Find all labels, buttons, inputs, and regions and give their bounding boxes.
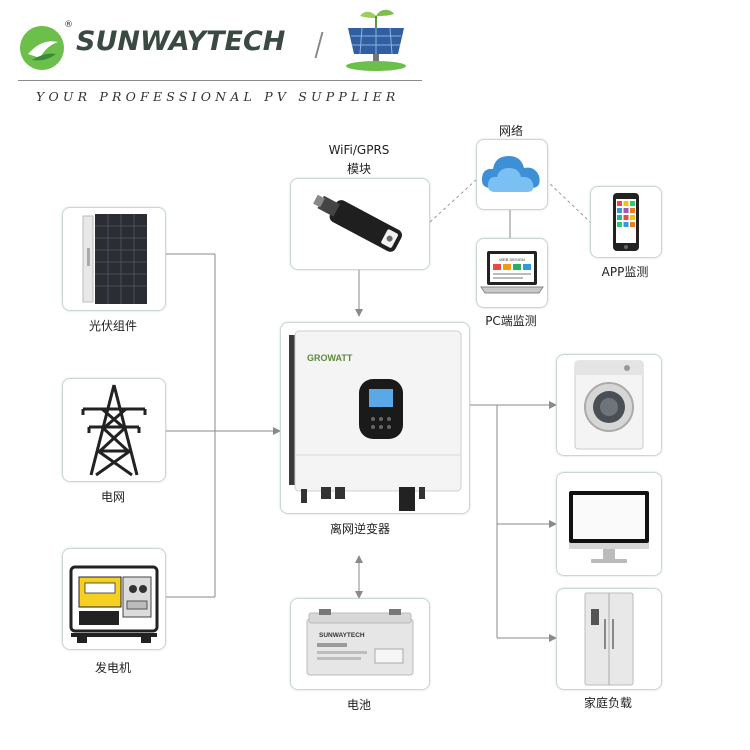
solar-panel-plant-icon — [338, 6, 414, 72]
grid-box — [62, 378, 166, 482]
pc-monitor-label: PC端监测 — [485, 314, 537, 328]
battery-brand-text: SUNWAYTECH — [319, 632, 365, 639]
smartphone-icon — [613, 193, 639, 251]
washing-machine-box — [556, 354, 662, 456]
pv-module-label: 光伏组件 — [88, 319, 137, 333]
inverter-brand-text: GROWATT — [307, 353, 353, 363]
header-rule — [18, 80, 422, 81]
solar-panel-icon — [82, 214, 147, 304]
laptop-icon: WEB DESIGN — [480, 251, 544, 294]
wifi-module-label-line2: 模块 — [346, 162, 371, 176]
refrigerator-icon — [584, 592, 634, 686]
refrigerator-box — [556, 588, 662, 690]
inverter-box: GROWATT — [280, 322, 470, 514]
wifi-module-box — [290, 178, 430, 270]
brand-name: SUNWAYTECH — [76, 26, 286, 57]
brand-logo — [18, 24, 66, 72]
cloud-icon — [481, 156, 540, 192]
generator-box — [62, 548, 166, 650]
grid-label: 电网 — [100, 490, 125, 504]
battery-box: SUNWAYTECH — [290, 598, 430, 690]
inverter-label: 离网逆变器 — [329, 522, 390, 536]
registered-mark: ® — [64, 20, 73, 30]
home-load-label: 家庭负载 — [583, 696, 632, 710]
tagline: YOUR PROFESSIONAL PV SUPPLIER — [36, 89, 400, 104]
battery-label: 电池 — [346, 698, 371, 712]
app-monitor-label: APP监测 — [601, 265, 649, 279]
pc-monitor-box: WEB DESIGN — [476, 238, 548, 308]
wifi-dongle-icon — [313, 194, 402, 252]
network-box — [476, 139, 548, 210]
pv-module-box — [62, 207, 166, 311]
computer-monitor-icon — [569, 491, 649, 563]
generator-icon — [69, 565, 159, 643]
app-monitor-box — [590, 186, 662, 258]
network-label: 网络 — [498, 124, 523, 138]
generator-label: 发电机 — [94, 661, 131, 675]
monitor-box — [556, 472, 662, 576]
inverter-icon: GROWATT — [289, 330, 462, 511]
battery-icon: SUNWAYTECH — [306, 609, 414, 676]
laptop-screen-text: WEB DESIGN — [499, 257, 525, 262]
power-tower-icon — [81, 384, 147, 477]
washing-machine-icon — [574, 360, 644, 450]
wifi-module-label-line1: WiFi/GPRS — [328, 143, 390, 157]
